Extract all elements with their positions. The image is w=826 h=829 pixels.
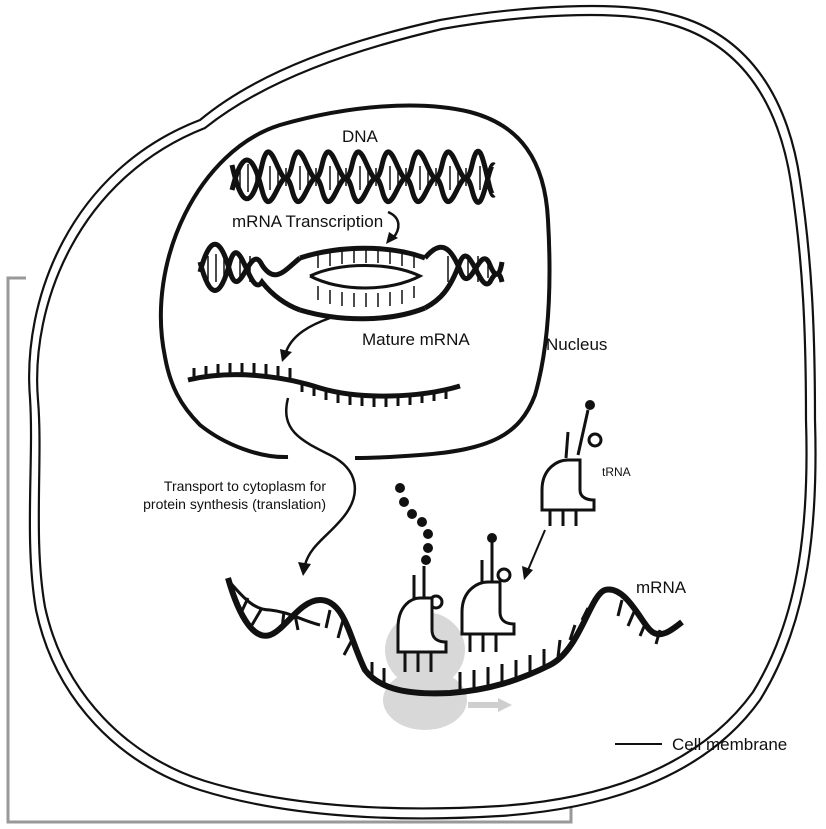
trna-free <box>540 400 603 526</box>
trna-docked <box>460 533 516 652</box>
trna-with-polypeptide <box>395 483 448 672</box>
transcription-bubble <box>197 241 505 322</box>
trna-label: tRNA <box>602 465 631 479</box>
mature-mrna-label: Mature mRNA <box>362 330 470 349</box>
bracket-line <box>6 276 573 824</box>
mrna-label: mRNA <box>636 578 687 597</box>
nucleus-label: Nucleus <box>546 335 608 354</box>
cell-membrane-label: Cell membrane <box>672 735 788 754</box>
transport-label: Transport to cytoplasm for protein synth… <box>98 477 326 513</box>
cytoplasm-mrna-strand <box>225 577 684 697</box>
trna-arrow <box>522 529 546 580</box>
dna-label: DNA <box>342 127 378 146</box>
transcription-label: mRNA Transcription <box>232 212 384 231</box>
polypeptide-chain <box>395 483 433 565</box>
mature-mrna-arrow <box>280 316 331 362</box>
dna-helix <box>229 148 497 205</box>
mature-mrna-strand <box>187 363 461 407</box>
nucleus <box>159 103 552 460</box>
transcription-arrow <box>386 210 400 244</box>
transport-label-line-1: Transport to cytoplasm for <box>163 478 326 494</box>
cell-membrane <box>28 4 817 820</box>
transport-label-line-2: protein synthesis (translation) <box>143 496 326 512</box>
transport-arrow <box>285 397 357 576</box>
